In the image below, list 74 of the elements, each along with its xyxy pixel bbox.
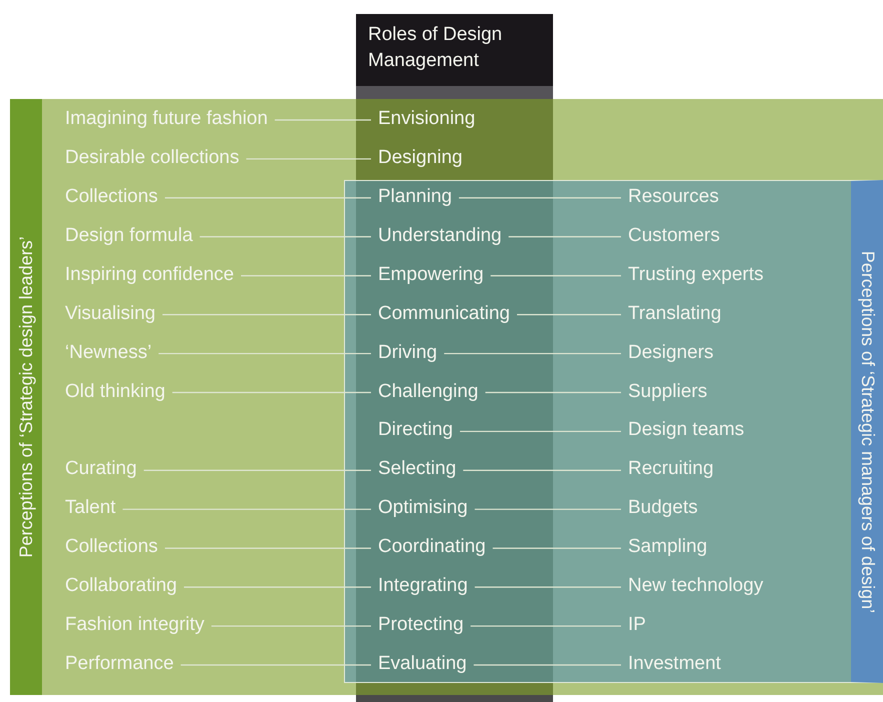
connector-line [470,625,621,627]
column-header [356,14,553,86]
connector-line [485,392,621,394]
role-label: Designing [371,146,470,170]
role-label: Communicating [371,302,517,326]
role-label: Directing [371,418,460,442]
perception-label: IP [621,613,653,638]
column-heading: Roles of Design Management [368,23,504,73]
perception-label: Desirable collections [58,146,246,170]
connector-line [492,548,621,549]
connector-line [474,664,621,666]
connector-line [211,625,371,627]
connector-line [246,158,371,160]
connector-line [508,236,621,238]
connector-line [158,352,371,354]
perception-label: Inspiring confidence [58,262,241,287]
perception-label: Design formula [58,224,200,248]
role-label: Protecting [371,613,471,638]
perception-label: Designers [621,340,721,365]
perception-label: Fashion integrity [58,613,212,638]
perception-label: Performance [58,652,181,676]
perception-label: Recruiting [621,457,721,482]
connector-line [490,275,621,276]
connector-line [200,236,371,238]
role-label: Challenging [371,380,486,404]
perception-label: Budgets [621,496,705,520]
connector-line [184,586,371,588]
connector-line [164,197,371,198]
role-label: Empowering [371,262,491,287]
perception-label: Curating [58,457,144,482]
role-label: Selecting [371,457,464,482]
connector-line [460,430,621,432]
band-title: Perceptions of ‘Strategic design leaders’ [15,236,37,558]
perception-label: Collections [58,535,165,560]
perception-label: Investment [621,652,728,676]
perception-label: Collaborating [58,574,184,598]
perception-label: Translating [621,302,728,326]
perception-label: Design teams [621,418,752,442]
perception-label: Resources [621,184,726,209]
connector-line [172,392,371,394]
band-title: Perceptions of ‘Strategic managers of design’ [857,250,879,613]
role-label: Integrating [371,574,475,598]
role-label: Coordinating [371,535,493,560]
role-label: Envisioning [371,107,482,131]
connector-line [474,586,621,588]
perception-label: Old thinking [58,380,172,404]
perception-label: Collections [58,184,165,209]
perception-label: Customers [621,224,727,248]
connector-line [164,548,371,549]
connector-line [241,275,371,276]
managers-band [344,180,883,683]
perception-label: Visualising [58,302,162,326]
perception-label: Imagining future fashion [58,107,275,131]
role-label: Optimising [371,496,475,520]
connector-line [274,119,371,121]
connector-line [162,314,371,316]
perception-label: Trusting experts [621,262,771,287]
perception-label: ‘Newness’ [58,340,159,365]
perception-label: New technology [621,574,770,598]
role-label: Driving [371,340,444,365]
role-label: Evaluating [371,652,474,676]
connector-line [517,314,621,316]
connector-line [444,352,621,354]
perception-label: Suppliers [621,380,714,404]
connector-line [458,197,621,198]
perception-label: Sampling [621,535,714,560]
role-label: Planning [371,184,459,209]
connector-line [463,470,621,471]
connector-line [474,508,621,510]
connector-line [144,470,371,471]
role-label: Understanding [371,224,509,248]
connector-line [122,508,371,510]
perception-label: Talent [58,496,123,520]
connector-line [180,664,371,666]
